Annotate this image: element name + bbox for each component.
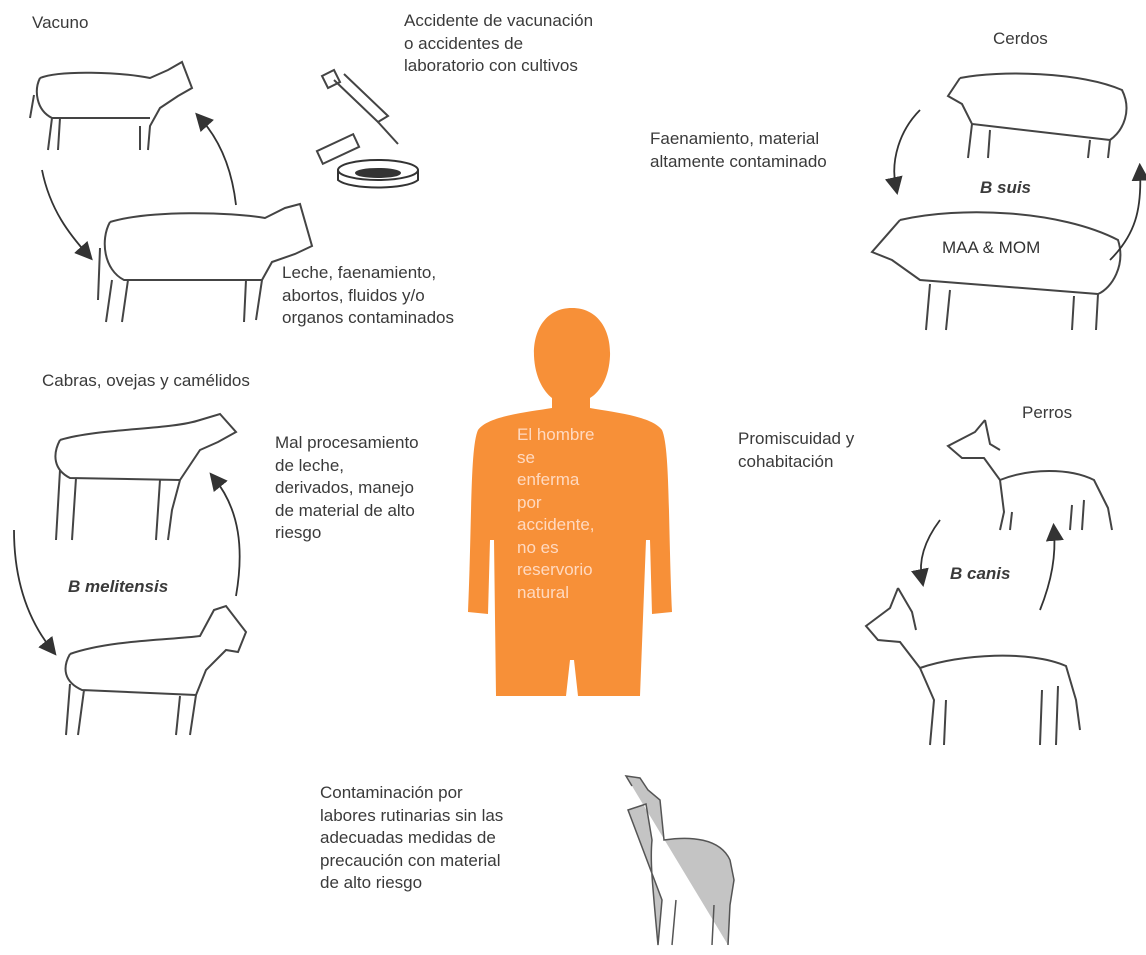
petri-dish-icon: [338, 160, 418, 188]
mal-procesamiento-label: Mal procesamiento de leche, derivados, m…: [275, 432, 419, 545]
goat-icon: [66, 606, 246, 735]
b-canis-label: B canis: [950, 563, 1010, 586]
contaminacion-label: Contaminación por labores rutinarias sin…: [320, 782, 503, 895]
cerdos-label: Cerdos: [993, 28, 1048, 51]
cycle-arrow-icon: [894, 110, 920, 188]
cycle-arrow-icon: [200, 118, 236, 205]
cow-icon: [30, 62, 192, 150]
pig-icon: [872, 212, 1120, 330]
accidente-label: Accidente de vacunación o accidentes de …: [404, 10, 593, 78]
human-text: El hombre se enferma por accidente, no e…: [517, 424, 627, 604]
sheep-icon: [55, 414, 236, 540]
dog-icon: [948, 420, 1112, 530]
cycle-arrow-icon: [1040, 530, 1054, 610]
b-suis-label: B suis: [980, 177, 1031, 200]
promiscuidad-label: Promiscuidad y cohabitación: [738, 428, 854, 473]
b-melitensis-label: B melitensis: [68, 576, 168, 599]
cycle-arrow-icon: [14, 530, 52, 650]
cabras-label: Cabras, ovejas y camélidos: [42, 370, 250, 393]
dog-icon: [866, 588, 1080, 745]
faenamiento-material-label: Faenamiento, material altamente contamin…: [650, 128, 827, 173]
vacuno-label: Vacuno: [32, 12, 88, 35]
cow-icon: [98, 204, 312, 322]
leche-label: Leche, faenamiento, abortos, fluidos y/o…: [282, 262, 454, 330]
cycle-arrow-icon: [921, 520, 940, 580]
perros-label: Perros: [1022, 402, 1072, 425]
cycle-arrow-icon: [42, 170, 88, 255]
cycle-arrow-icon: [1110, 170, 1140, 260]
llama-icon: [626, 776, 734, 945]
maa-mom-label: MAA & MOM: [942, 238, 1040, 258]
pig-icon: [948, 74, 1126, 158]
syringe-icon: [317, 70, 398, 164]
cycle-arrow-icon: [214, 478, 240, 596]
